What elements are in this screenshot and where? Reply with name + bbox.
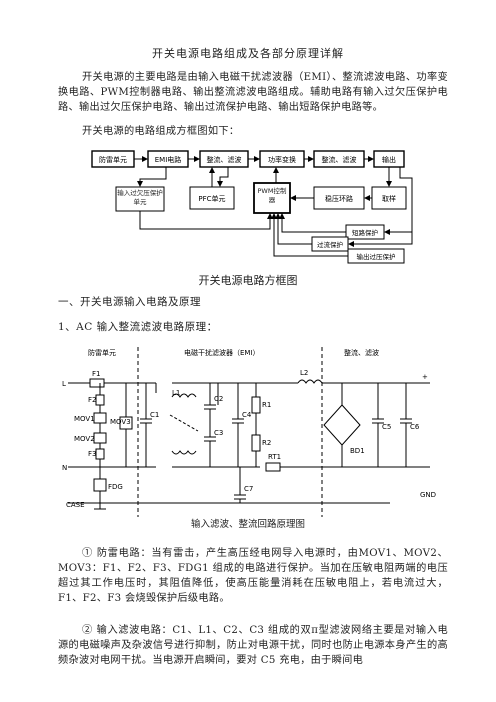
schematic-caption: 输入滤波、整流回路原理图 xyxy=(190,519,305,530)
svg-text:RT1: RT1 xyxy=(268,453,281,461)
svg-text:L2: L2 xyxy=(300,369,308,377)
label-regulator: 稳压环路 xyxy=(325,194,353,203)
inductor-l2 xyxy=(297,379,323,384)
svg-text:L: L xyxy=(62,380,66,388)
resistor-r2 xyxy=(251,434,261,452)
label-sample: 取样 xyxy=(382,194,396,203)
svg-text:N: N xyxy=(62,464,67,472)
label-ovuv-out: 输出过压保护 xyxy=(357,252,396,261)
svg-text:MOV3: MOV3 xyxy=(110,418,131,426)
fuse-f2 xyxy=(95,394,105,406)
thermistor-rt1 xyxy=(265,462,281,472)
label-overcurrent: 过流保护 xyxy=(317,240,343,249)
bridge-bd1 xyxy=(323,404,361,446)
svg-text:BD1: BD1 xyxy=(350,447,365,455)
svg-text:CASE: CASE xyxy=(66,501,85,509)
subsection-heading: 1、AC 输入整流滤波电路原理： xyxy=(58,321,218,333)
block-ovuv-in xyxy=(115,186,165,212)
schematic-section-rect: 整流、滤波 xyxy=(344,348,379,357)
label-output: 输出 xyxy=(382,155,396,164)
mov1 xyxy=(93,412,107,424)
svg-text:L1: L1 xyxy=(172,389,180,397)
page-title: 开关电源电路组成及各部分原理详解 xyxy=(152,47,344,60)
block-diagram-intro: 开关电源的电路组成方框图如下： xyxy=(82,126,240,137)
schematic-section-emi: 电磁干扰滤波器（EMI） xyxy=(184,348,260,357)
label-short: 短路保护 xyxy=(352,228,378,237)
schematic-section-lightning: 防雷单元 xyxy=(88,348,116,357)
label-rectify: 整流、滤波 xyxy=(207,155,242,164)
svg-text:C2: C2 xyxy=(214,395,223,403)
svg-text:C4: C4 xyxy=(242,411,252,419)
svg-text:FDG: FDG xyxy=(108,483,123,491)
label-power: 功率变换 xyxy=(268,155,296,164)
fuse-f3 xyxy=(95,448,105,460)
svg-text:R2: R2 xyxy=(262,439,271,447)
svg-text:C3: C3 xyxy=(214,429,223,437)
label-pwm: PWM控制器 xyxy=(257,187,287,204)
inductor-l1 xyxy=(171,393,197,398)
svg-text:F3: F3 xyxy=(88,450,96,458)
svg-text:+: + xyxy=(422,373,428,381)
svg-text:C7: C7 xyxy=(244,485,253,493)
input-filter-schematic: 防雷单元 电磁干扰滤波器（EMI） 整流、滤波 L N + GND CASE F… xyxy=(62,347,436,517)
label-pfc: PFC单元 xyxy=(198,194,225,203)
fuse-f1 xyxy=(89,378,105,388)
svg-text:MOV2: MOV2 xyxy=(74,435,95,443)
intro-paragraph: 开关电源的主要电路是由输入电磁干扰滤波器（EMI）、整流滤波电路、功率变换电路、… xyxy=(58,72,448,113)
label-lightning: 防雷单元 xyxy=(99,155,127,164)
filter-paragraph: ② 输入滤波电路：C1、L1、C2、C3 组成的双π型滤波网络主要是对输入电源的… xyxy=(58,625,448,666)
svg-text:F1: F1 xyxy=(92,370,100,378)
svg-text:C1: C1 xyxy=(150,411,159,419)
svg-text:R1: R1 xyxy=(262,401,271,409)
mov2 xyxy=(93,432,107,444)
label-ovuv-in: 输入过欠压保护单元 xyxy=(117,189,163,206)
label-emi: EMI电路 xyxy=(155,155,182,164)
svg-text:F2: F2 xyxy=(88,396,96,404)
label-out-rect: 整流、滤波 xyxy=(322,155,357,164)
svg-text:GND: GND xyxy=(420,491,436,499)
section-heading: 一、开关电源输入电路及原理 xyxy=(58,296,201,308)
block-diagram: 防雷单元 EMI电路 整流、滤波 功率变换 整流、滤波 输出 输入过欠压保护单元… xyxy=(91,150,413,264)
resistor-r1 xyxy=(251,396,261,414)
block-diagram-caption: 开关电源电路方框图 xyxy=(198,274,298,287)
svg-text:MOV1: MOV1 xyxy=(74,415,95,423)
fdg xyxy=(93,478,107,492)
svg-text:C5: C5 xyxy=(382,423,391,431)
svg-text:C6: C6 xyxy=(410,423,420,431)
lightning-paragraph: ① 防雷电路：当有雷击，产生高压经电网导入电源时，由MOV1、MOV2、MOV3… xyxy=(58,548,448,604)
